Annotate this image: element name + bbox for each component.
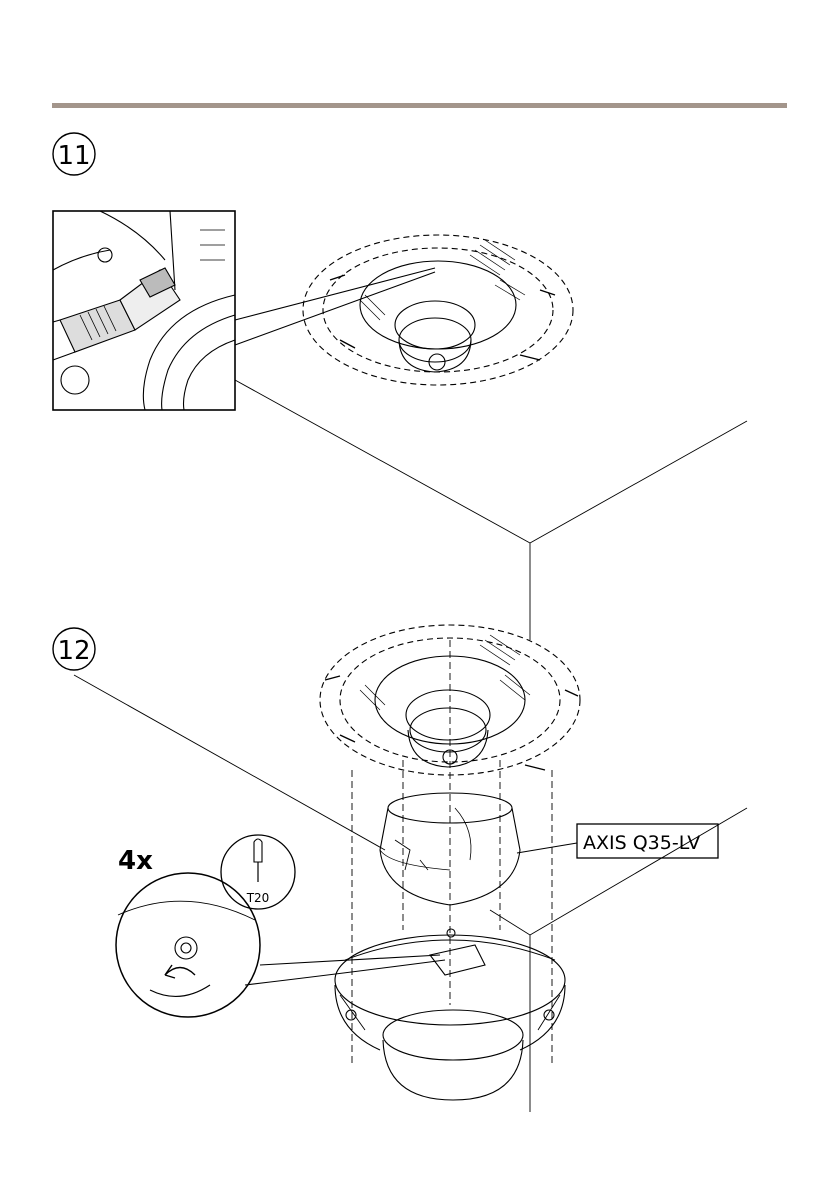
step-12-number: 12 — [57, 636, 90, 666]
step-11-badge: 11 — [53, 133, 95, 175]
torx-screwdriver-icon: T20 — [221, 835, 295, 909]
product-label-callout: AXIS Q35-LV — [517, 824, 718, 858]
step-11-number: 11 — [57, 141, 90, 171]
screw-quantity-label: 4x — [118, 846, 153, 876]
leader-line-top — [235, 268, 435, 320]
tool-size-label: T20 — [246, 891, 270, 905]
product-label-text: AXIS Q35-LV — [583, 832, 700, 854]
step-12-badge: 12 — [53, 628, 95, 670]
network-connector-detail-inset — [53, 211, 235, 410]
camera-mounted-step-11 — [303, 235, 573, 385]
leader-step-12 — [74, 675, 385, 850]
ceiling-corner-lines — [235, 380, 747, 640]
